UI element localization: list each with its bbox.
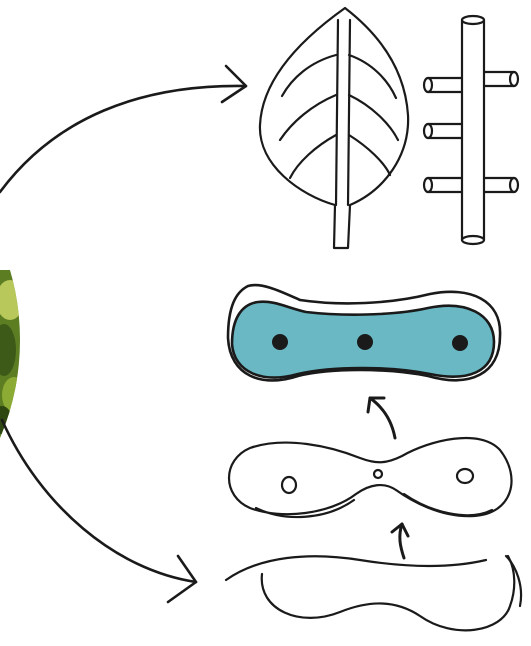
pinched-outline-shape (229, 438, 512, 517)
arrow-to-cell-sequence (2, 420, 196, 602)
step-arrow-lower (392, 524, 408, 558)
arrow-to-leaf-and-stem (0, 66, 246, 192)
wavy-outline-shape (226, 556, 521, 630)
rounded-dumbbell-shape-filled (228, 285, 500, 380)
leaf-icon (260, 8, 408, 248)
plant-photo-crop (0, 270, 30, 440)
stem-icon (424, 16, 518, 244)
step-arrow-upper (368, 398, 395, 438)
